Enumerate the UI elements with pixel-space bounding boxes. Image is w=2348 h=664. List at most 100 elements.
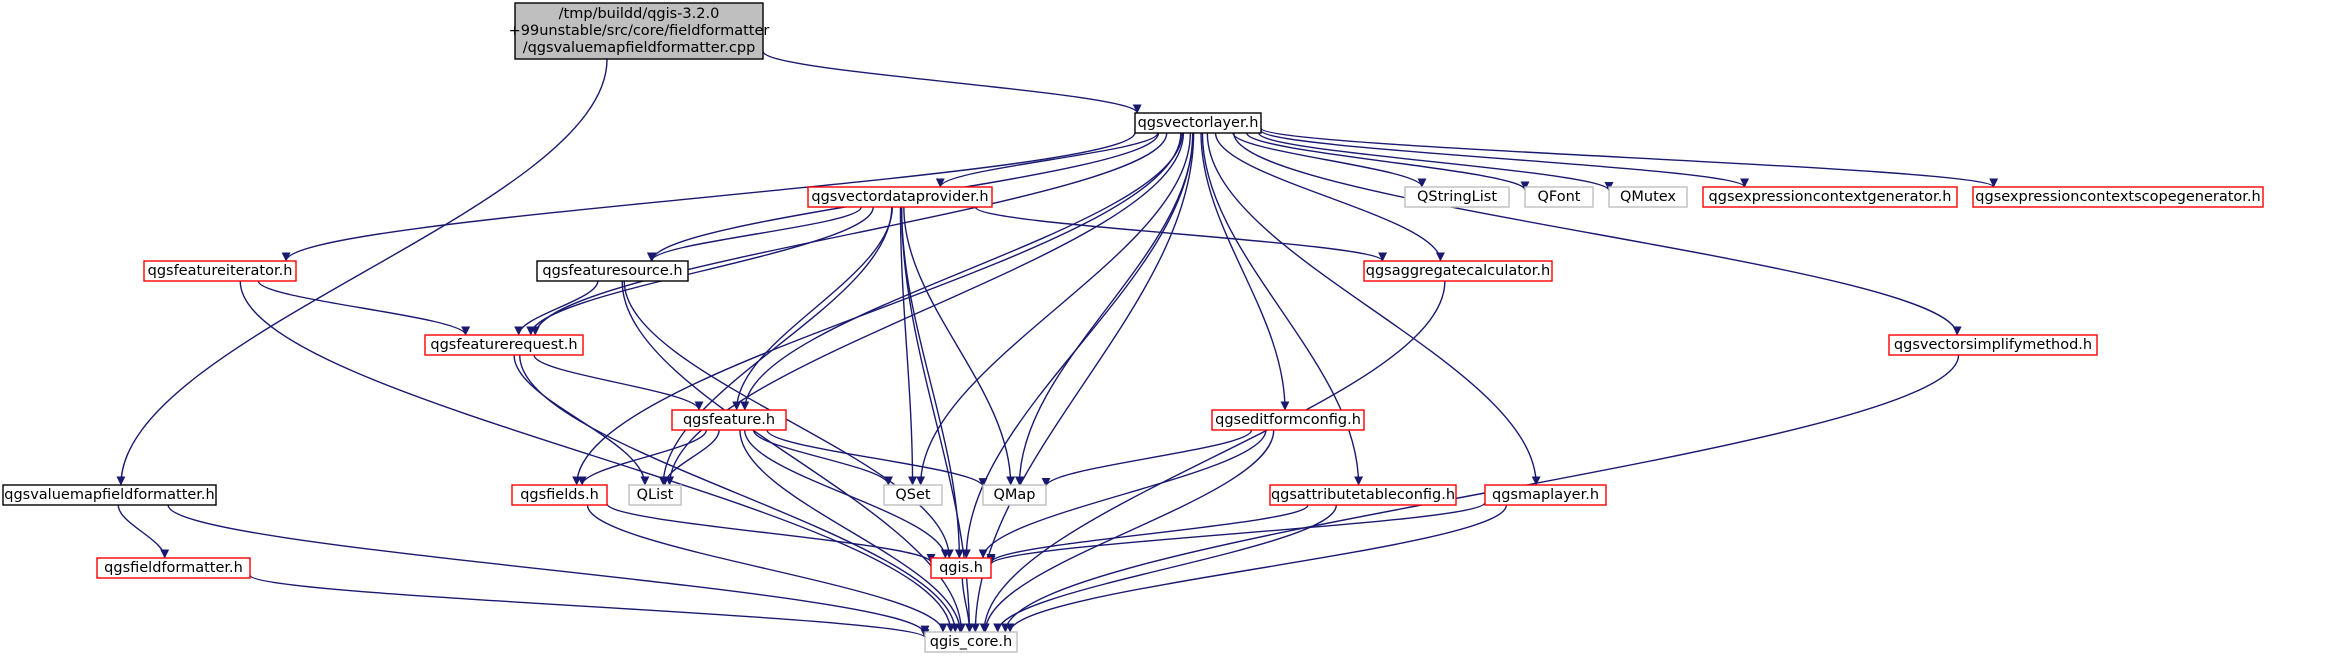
node-label: qgsfeature.h bbox=[683, 412, 775, 428]
node-qgsattributetableconfig[interactable]: qgsattributetableconfig.h bbox=[1269, 484, 1457, 506]
edge-qgsvectorlayer-to-qgsfeatureiterator bbox=[281, 132, 1136, 262]
node-label: QMap bbox=[993, 487, 1035, 503]
edges-layer bbox=[116, 50, 1998, 639]
node-qgsvectorsimplifymethod[interactable]: qgsvectorsimplifymethod.h bbox=[1888, 334, 2098, 356]
node-box bbox=[514, 2, 764, 60]
edge-qgsattributetableconfig-to-qgis-core bbox=[993, 504, 1338, 633]
node-label: qgsexpressioncontextgenerator.h bbox=[1709, 189, 1952, 205]
edge-qgsvaluemapfieldformatter-to-qgis-core bbox=[167, 504, 930, 635]
node-box bbox=[1608, 186, 1688, 208]
node-qgis[interactable]: qgis.h bbox=[930, 557, 992, 579]
node-box bbox=[536, 260, 689, 282]
node-box bbox=[1211, 409, 1365, 431]
node-label: qgsvectordataprovider.h bbox=[811, 189, 988, 205]
node-box bbox=[96, 557, 251, 579]
node-label: QStringList bbox=[1417, 189, 1497, 205]
node-box bbox=[1524, 186, 1594, 208]
edge-qgsvectorlayer-to-qgsvectorsimplifymethod bbox=[1233, 132, 1962, 336]
node-box bbox=[2, 484, 217, 506]
edge-qgsfeature-to-qmap bbox=[766, 429, 988, 488]
node-box bbox=[982, 484, 1047, 506]
edge-qgsfeature-to-qset bbox=[752, 429, 893, 486]
edge-qgsfeaturesource-to-qgsfeaturerequest bbox=[514, 280, 599, 336]
edge-qgsvaluemapfieldformatter-to-qgsfieldformatter bbox=[117, 504, 170, 559]
edge-qgseditformconfig-to-qgis bbox=[978, 429, 1267, 559]
node-box bbox=[1484, 484, 1607, 506]
node-qfont: QFont bbox=[1524, 186, 1594, 208]
edge-qgsvectorlayer-to-qlist bbox=[665, 132, 1185, 486]
node-qgsmaplayer[interactable]: qgsmaplayer.h bbox=[1484, 484, 1607, 506]
node-qgsfeature[interactable]: qgsfeature.h bbox=[671, 409, 787, 431]
node-box bbox=[883, 484, 943, 506]
edge-qgsvectordataprovider-to-qmap bbox=[903, 206, 1016, 486]
nodes-layer: /tmp/buildd/qgis-3.2.0+99unstable/src/co… bbox=[2, 2, 2264, 653]
node-qmap: QMap bbox=[982, 484, 1047, 506]
node-box bbox=[1972, 186, 2264, 208]
node-label: qgsmaplayer.h bbox=[1492, 487, 1599, 503]
node-label: qgsfields.h bbox=[520, 487, 599, 503]
node-box bbox=[1702, 186, 1958, 208]
edge-qgsaggregatecalculator-to-qgis-core bbox=[979, 280, 1446, 633]
node-box bbox=[1363, 260, 1553, 282]
node-label: qgsaggregatecalculator.h bbox=[1366, 263, 1550, 279]
node-qgsaggregatecalculator[interactable]: qgsaggregatecalculator.h bbox=[1363, 260, 1553, 282]
edge-qgseditformconfig-to-qgis-core bbox=[980, 429, 1275, 633]
node-label: qgsvectorlayer.h bbox=[1138, 115, 1259, 131]
node-qgsfeaturerequest[interactable]: qgsfeaturerequest.h bbox=[424, 334, 584, 356]
node-qgsexpressioncontextscopegenerator[interactable]: qgsexpressioncontextscopegenerator.h bbox=[1972, 186, 2264, 208]
edge-qgsvectorlayer-to-qfont bbox=[1246, 132, 1530, 191]
edge-qgsvectorlayer-to-qgis bbox=[961, 132, 1194, 559]
node-label: qgsfeatureiterator.h bbox=[148, 263, 293, 279]
edge-qgsvectordataprovider-to-qgsfeaturerequest bbox=[526, 206, 874, 336]
node-box bbox=[1404, 186, 1510, 208]
node-box bbox=[807, 186, 993, 208]
node-qgsfeatureiterator[interactable]: qgsfeatureiterator.h bbox=[143, 260, 297, 282]
node-label: qgis.h bbox=[939, 560, 983, 576]
edge-qgsfeature-to-qgsfields bbox=[577, 429, 708, 486]
edge-qgsvectorlayer-to-qgsfeaturerequest bbox=[530, 132, 1168, 336]
node-qmutex: QMutex bbox=[1608, 186, 1688, 208]
node-qstringlist: QStringList bbox=[1404, 186, 1510, 208]
node-box bbox=[924, 631, 1018, 653]
node-label: qgsexpressioncontextscopegenerator.h bbox=[1975, 189, 2260, 205]
node-qgsexpressioncontextgenerator[interactable]: qgsexpressioncontextgenerator.h bbox=[1702, 186, 1958, 208]
node-box bbox=[143, 260, 297, 282]
node-qgsfields[interactable]: qgsfields.h bbox=[511, 484, 608, 506]
node-qgseditformconfig[interactable]: qgseditformconfig.h bbox=[1211, 409, 1365, 431]
edge-qgsvectorlayer-to-qgsmaplayer bbox=[1206, 132, 1541, 486]
node-qgis-core: qgis_core.h bbox=[924, 631, 1018, 653]
edge-qgsvectorlayer-to-qmutex bbox=[1258, 132, 1614, 192]
node-label: /tmp/buildd/qgis-3.2.0 bbox=[559, 6, 720, 22]
edge-qgsvectorlayer-to-qgsfeature bbox=[740, 132, 1183, 411]
edge-qgsvectorlayer-to-qgsexpressioncontextscopegenerator bbox=[1260, 127, 1998, 188]
node-box bbox=[1888, 334, 2098, 356]
node-qgsvaluemapfieldformatter[interactable]: qgsvaluemapfieldformatter.h bbox=[2, 484, 217, 506]
edge-qgsvectordataprovider-to-qgsfeature bbox=[732, 206, 894, 411]
edge-qgsvectorlayer-to-qgsfields bbox=[572, 132, 1182, 486]
edge-qgsvectorlayer-to-qstringlist bbox=[1232, 132, 1427, 188]
edge-qgsfields-to-qgis-core bbox=[586, 504, 948, 633]
edge-qgis-to-qgis-core bbox=[961, 577, 975, 633]
node-qgsfeaturesource[interactable]: qgsfeaturesource.h bbox=[536, 260, 689, 282]
edge-qgsvectordataprovider-to-qgsaggregatecalculator bbox=[974, 206, 1387, 262]
edge-qgsfeaturerequest-to-qgsfeature bbox=[533, 354, 704, 411]
edge-qgsvectorlayer-to-qset bbox=[916, 132, 1192, 486]
edge-qgsvectorlayer-to-qgsattributetableconfig bbox=[1201, 132, 1364, 486]
node-qgsfieldformatter[interactable]: qgsfieldformatter.h bbox=[96, 557, 251, 579]
node-label: qgsfieldformatter.h bbox=[104, 560, 243, 576]
node-box bbox=[1269, 484, 1457, 506]
node-root[interactable]: /tmp/buildd/qgis-3.2.0+99unstable/src/co… bbox=[509, 2, 770, 60]
node-box bbox=[930, 557, 992, 579]
edge-qgsmaplayer-to-qgis-core bbox=[1005, 504, 1508, 633]
node-qset: QSet bbox=[883, 484, 943, 506]
edge-qgsvectorlayer-to-qgseditformconfig bbox=[1200, 132, 1290, 411]
edge-qgsattributetableconfig-to-qgis bbox=[986, 504, 1309, 564]
edge-qgsvectorlayer-to-qmap bbox=[1014, 132, 1194, 486]
node-qgsvectordataprovider[interactable]: qgsvectordataprovider.h bbox=[807, 186, 993, 208]
edge-qgsmaplayer-to-qgis bbox=[986, 501, 1486, 565]
node-label: qgis_core.h bbox=[930, 634, 1012, 650]
edge-root-to-qgsvaluemapfieldformatter bbox=[116, 58, 608, 486]
edge-qgsfeaturesource-to-qgis-core bbox=[621, 280, 966, 633]
node-qgsvectorlayer[interactable]: qgsvectorlayer.h bbox=[1134, 112, 1262, 134]
